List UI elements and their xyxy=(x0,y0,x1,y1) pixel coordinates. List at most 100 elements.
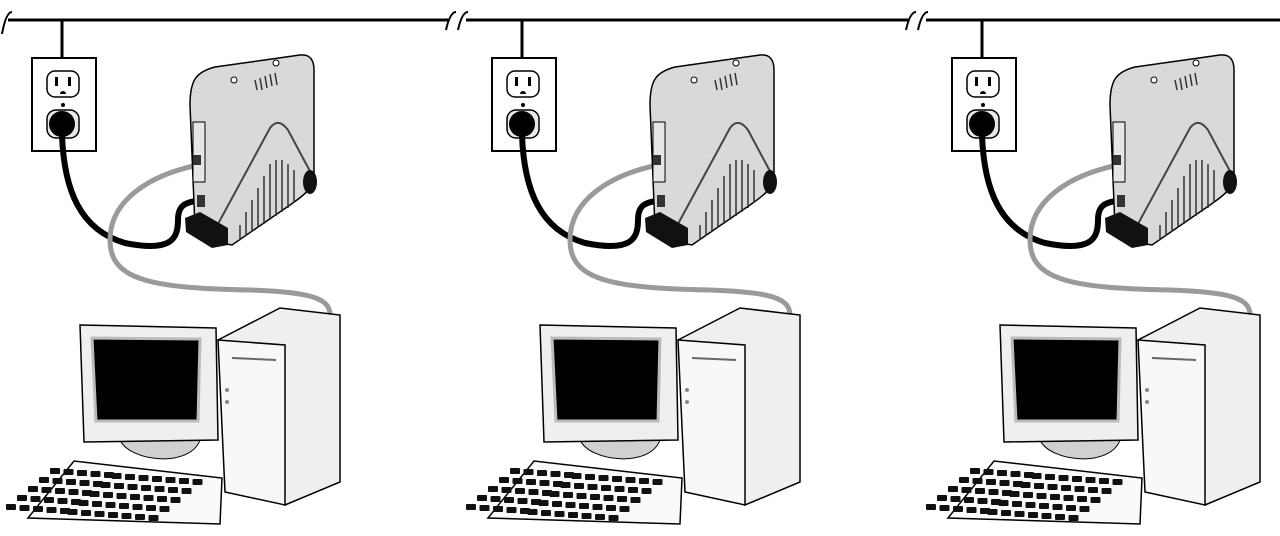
station-1 xyxy=(6,20,341,525)
keyboard xyxy=(926,460,1143,525)
key xyxy=(33,506,43,512)
monitor xyxy=(539,324,679,460)
key xyxy=(466,504,476,510)
key xyxy=(165,477,176,483)
key xyxy=(135,514,145,520)
key xyxy=(141,485,151,491)
ethernet-cable xyxy=(1027,162,1253,316)
key xyxy=(641,488,652,494)
key xyxy=(541,510,551,516)
power-plug xyxy=(49,111,75,137)
monitor-screen xyxy=(1010,336,1122,423)
key xyxy=(1079,506,1090,512)
key xyxy=(1039,503,1049,509)
key xyxy=(17,495,27,501)
key xyxy=(977,498,988,504)
key xyxy=(1088,487,1098,493)
key xyxy=(598,475,609,481)
key xyxy=(138,475,149,481)
power-plug xyxy=(969,111,995,137)
computer-tower xyxy=(217,307,341,506)
key xyxy=(554,511,565,517)
key xyxy=(953,506,963,512)
power-line xyxy=(1,11,1280,35)
computer-tower xyxy=(1137,307,1261,506)
key xyxy=(1058,475,1069,481)
key xyxy=(493,506,503,512)
key xyxy=(30,496,41,502)
key xyxy=(959,477,969,483)
key xyxy=(1077,496,1087,502)
key xyxy=(592,504,603,510)
power-cord xyxy=(59,134,203,250)
adapter-base-foot xyxy=(185,212,228,248)
key xyxy=(1052,504,1063,510)
key xyxy=(1001,510,1011,516)
key xyxy=(539,480,550,486)
station-2 xyxy=(466,20,801,525)
key xyxy=(510,468,520,474)
power-port xyxy=(1117,195,1125,207)
key xyxy=(587,484,598,490)
key xyxy=(983,469,994,475)
key xyxy=(488,486,498,492)
key xyxy=(499,477,509,483)
key xyxy=(1063,495,1074,501)
key xyxy=(986,479,996,485)
key xyxy=(116,493,127,499)
key xyxy=(114,483,124,489)
power-cord xyxy=(979,134,1123,250)
key xyxy=(964,497,974,503)
wall-outlet xyxy=(491,57,557,152)
key xyxy=(6,504,16,510)
key xyxy=(568,512,578,518)
key xyxy=(517,498,528,504)
key xyxy=(1061,485,1071,491)
powerline-adapter xyxy=(185,54,317,248)
key xyxy=(19,505,30,511)
key xyxy=(579,503,589,509)
key xyxy=(1047,484,1058,490)
key xyxy=(614,486,625,492)
key xyxy=(168,487,178,493)
key xyxy=(595,514,605,520)
key xyxy=(997,470,1007,476)
key xyxy=(170,497,181,503)
key xyxy=(617,496,627,502)
key xyxy=(1050,494,1060,500)
key xyxy=(1020,482,1031,488)
key xyxy=(939,505,950,511)
key xyxy=(108,512,118,518)
key xyxy=(39,477,49,483)
wall-outlet xyxy=(31,57,97,152)
key xyxy=(143,495,154,501)
key xyxy=(585,474,595,480)
key xyxy=(515,488,525,494)
key xyxy=(159,506,170,512)
key xyxy=(1041,513,1052,519)
key xyxy=(68,489,79,495)
key xyxy=(998,500,1009,506)
adapter-base-foot xyxy=(645,212,688,248)
key xyxy=(999,480,1010,486)
key xyxy=(63,469,74,475)
key xyxy=(1099,478,1109,484)
key xyxy=(1055,514,1065,520)
key xyxy=(1045,474,1055,480)
power-plug xyxy=(509,111,535,137)
key xyxy=(608,515,619,521)
key xyxy=(1066,505,1076,511)
key xyxy=(479,505,490,511)
key xyxy=(81,510,91,516)
key xyxy=(581,513,592,519)
key xyxy=(1025,502,1036,508)
key xyxy=(79,480,90,486)
key xyxy=(148,515,159,521)
key xyxy=(563,492,573,498)
key xyxy=(1009,491,1020,497)
key xyxy=(538,500,549,506)
key xyxy=(77,470,87,476)
key xyxy=(603,495,614,501)
key xyxy=(528,489,539,495)
